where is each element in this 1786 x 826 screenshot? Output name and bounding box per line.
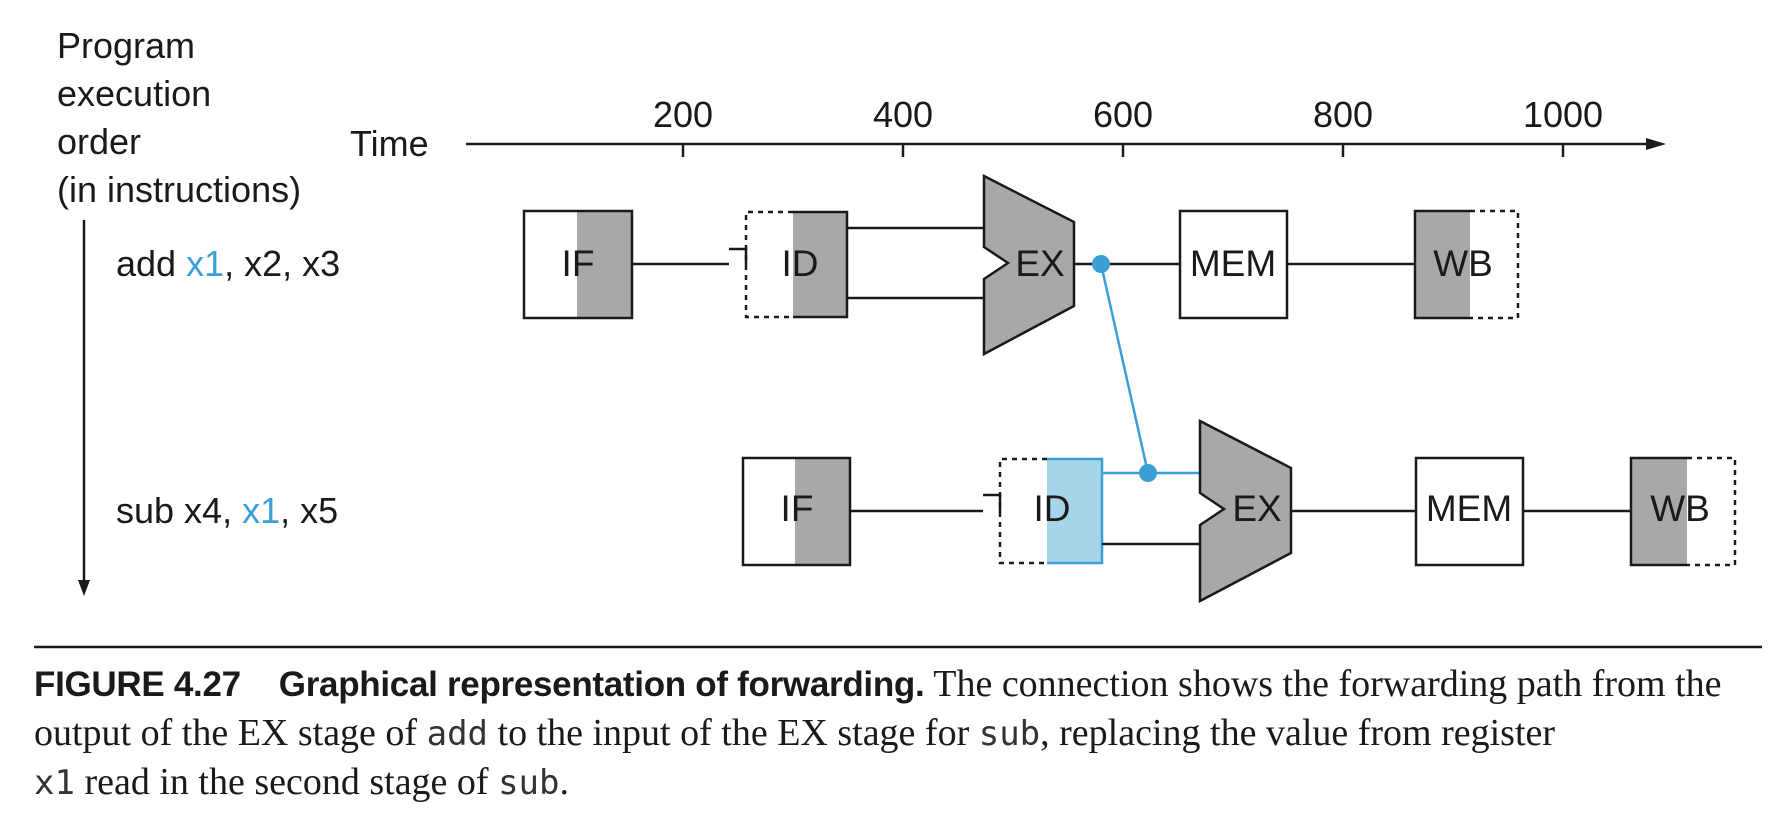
caption-code: x1 (34, 763, 75, 803)
tick-label: 800 (1313, 94, 1373, 135)
stage-wb-solid-edge (1629, 456, 1687, 567)
order-label: Program execution order (in instructions… (57, 25, 301, 210)
stage-id-forward-highlight (1047, 459, 1102, 563)
alu-shape (982, 173, 1076, 357)
stage-wb-dashed-edge (1470, 209, 1520, 320)
tick-label: 1000 (1523, 94, 1603, 135)
stage-wb-label: WB (1433, 243, 1493, 284)
stage-id-label: ID (1034, 488, 1071, 529)
tick-label: 200 (653, 94, 713, 135)
instruction-text: sub x4, (116, 490, 242, 531)
register-write-notch (729, 247, 748, 265)
instruction-register-highlight: x1 (186, 243, 224, 284)
instruction-add-label: add x1, x2, x3 (116, 243, 340, 284)
tick-label: 400 (873, 94, 933, 135)
stage-id-dashed-edge (744, 210, 793, 319)
order-arrowhead-icon (78, 580, 90, 596)
order-label-line: (in instructions) (57, 169, 301, 210)
stage-wb-shade (1631, 458, 1687, 565)
stage-if: IF (741, 456, 852, 567)
pipeline-add: IF ID EX MEM WB (522, 173, 1520, 357)
caption-text: read in the second stage of (74, 761, 499, 803)
stage-if-label: IF (562, 243, 595, 284)
figure-number: FIGURE 4.27 (34, 665, 241, 704)
stage-mem-box (1178, 209, 1289, 320)
stage-ex-label: EX (1232, 488, 1281, 529)
forwarding-line (1099, 263, 1150, 474)
stage-id-highlight-edge (1047, 457, 1104, 565)
pipeline-sub: IF ID EX MEM WB (741, 418, 1737, 604)
caption-text: , replacing the value from register (1040, 712, 1556, 754)
stage-wb: WB (1629, 456, 1737, 567)
stage-ex-label: EX (1015, 243, 1064, 284)
order-label-line: execution (57, 73, 211, 114)
register-write-notch (983, 493, 1002, 512)
stage-if: IF (522, 209, 634, 320)
stage-mem-label: MEM (1190, 243, 1276, 284)
figure-caption: FIGURE 4.27 Graphical representation of f… (34, 660, 1764, 807)
stage-if-shade (577, 211, 632, 318)
stage-wb: WB (1413, 209, 1520, 320)
forwarding-diagram: Program execution order (in instructions… (34, 25, 1762, 649)
caption-text: The connection shows the forwarding path… (34, 663, 1722, 754)
forwarding-target-dot (1139, 464, 1157, 482)
stage-id: ID (998, 457, 1104, 565)
stage-wb-shade (1415, 211, 1470, 318)
forwarding-source-dot (1092, 255, 1110, 273)
instruction-register-highlight: x1 (242, 490, 280, 531)
stage-mem-box (1414, 456, 1525, 567)
caption-text: . (559, 761, 570, 803)
instruction-sub-label: sub x4, x1, x5 (116, 490, 338, 531)
stage-mem: MEM (1414, 456, 1525, 567)
instruction-text: , x5 (280, 490, 338, 531)
instruction-text: , x2, x3 (224, 243, 340, 284)
stage-mem-label: MEM (1426, 488, 1512, 529)
stage-id-dashed-edge (998, 457, 1047, 565)
stage-wb-dashed-edge (1687, 456, 1737, 567)
stage-id: ID (744, 210, 849, 319)
stage-id-shade (793, 212, 847, 317)
stage-ex: EX (982, 173, 1076, 357)
stage-ex: EX (1198, 418, 1293, 604)
time-arrowhead-icon (1646, 138, 1666, 150)
stage-if-shade (795, 458, 850, 565)
time-label: Time (350, 123, 429, 164)
instruction-text: add (116, 243, 186, 284)
caption-text: to the input of the EX stage for (488, 712, 979, 754)
caption-code: sub (498, 763, 560, 803)
tick-label: 600 (1093, 94, 1153, 135)
time-ticks: 200 400 600 800 1000 (653, 94, 1603, 157)
stage-id-label: ID (782, 243, 819, 284)
forwarding-path (1092, 255, 1157, 482)
stage-id-solid-edge (793, 210, 849, 319)
stage-wb-label: WB (1650, 488, 1710, 529)
alu-shape (1198, 418, 1293, 604)
stage-mem: MEM (1178, 209, 1289, 320)
stage-wb-solid-edge (1413, 209, 1470, 320)
caption-code: add (426, 714, 489, 754)
stage-if-label: IF (781, 488, 814, 529)
order-label-line: order (57, 121, 141, 162)
caption-code: sub (978, 714, 1041, 754)
order-label-line: Program (57, 25, 195, 66)
figure-title: Graphical representation of forwarding. (278, 665, 925, 704)
